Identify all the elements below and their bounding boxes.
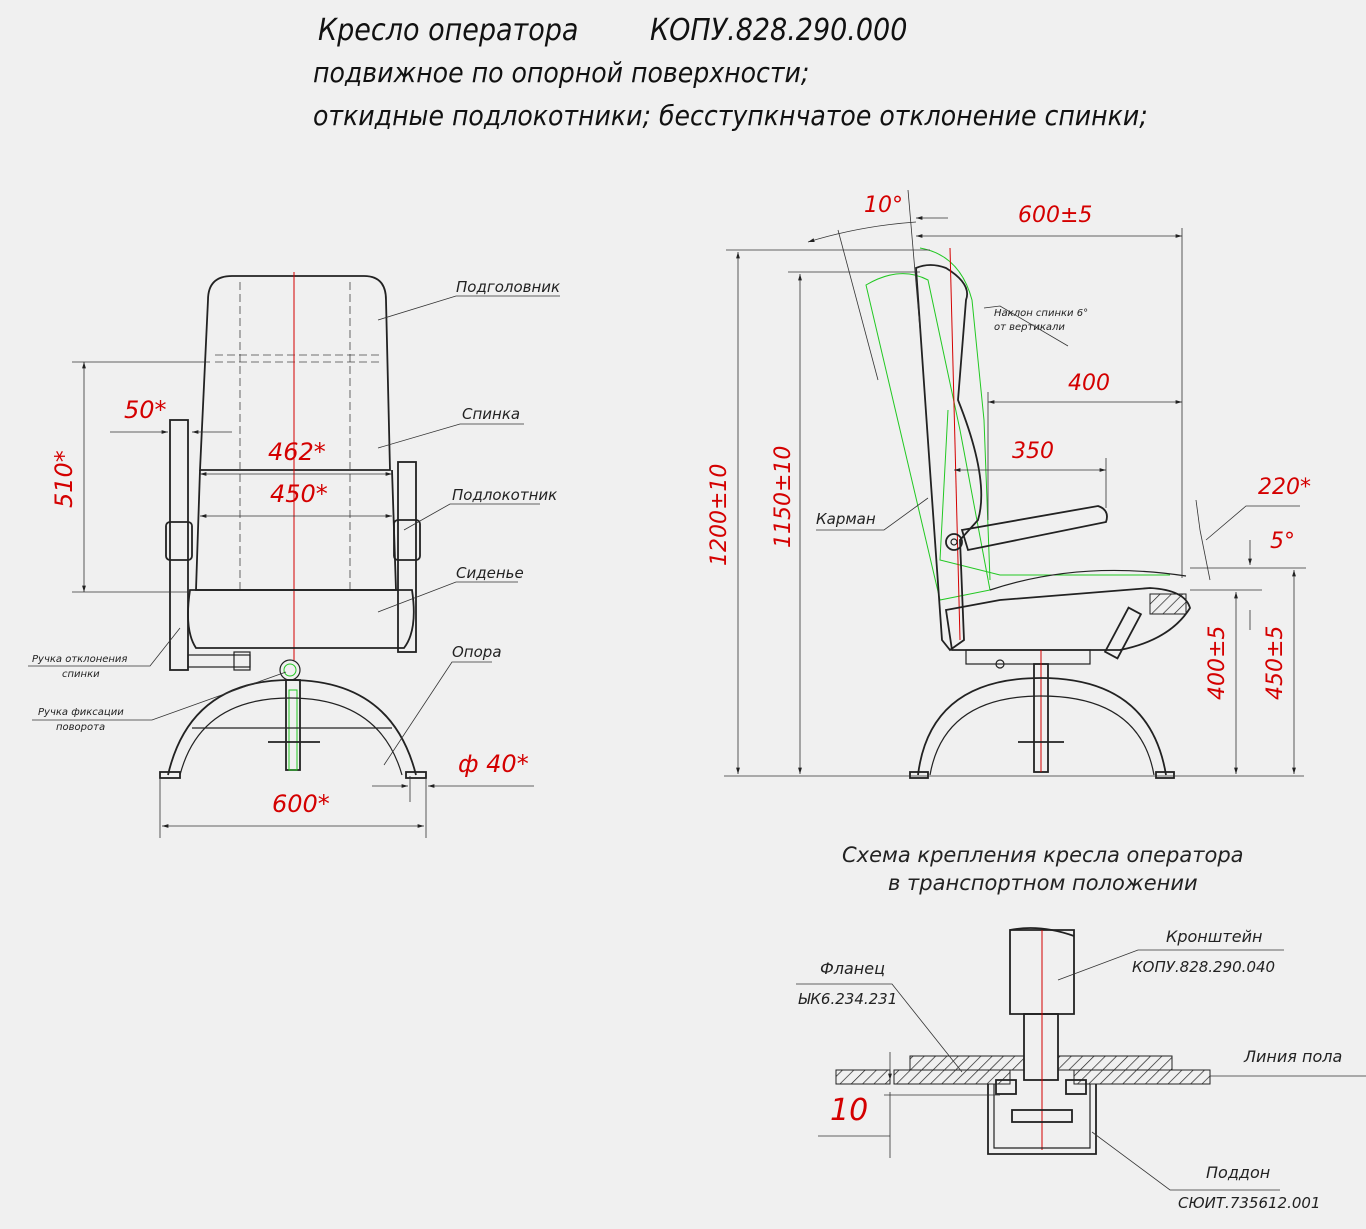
base-arc-side — [917, 677, 1167, 776]
dim-400v: 400±5 — [1205, 626, 1230, 700]
label-support: Опора — [452, 643, 502, 661]
label-flange: Фланец — [820, 959, 885, 978]
front-labels: Подголовник Спинка Подлокотник Сиденье О… — [32, 278, 560, 733]
tray — [987, 1084, 1097, 1155]
dim-350: 350 — [1012, 439, 1054, 464]
label-tray-code: СЮИТ.735612.001 — [1178, 1194, 1320, 1212]
title-line3: откидные подлокотники; бесступкнчатое от… — [313, 99, 1148, 132]
label-seat: Сиденье — [456, 564, 524, 582]
headrest-outline — [199, 275, 391, 471]
mount-title-2: в транспортном положении — [888, 871, 1198, 895]
front-view — [28, 272, 560, 838]
front-dimensions: 510* 50* 462* 450* 600* ф 40* — [50, 396, 529, 818]
dim-450v: 450±5 — [1263, 626, 1288, 700]
side-labels: Карман Наклон спинки 6° от вертикали — [816, 308, 1088, 528]
title-name: Кресло оператора — [318, 13, 578, 48]
label-swivel-lock-2: поворота — [56, 722, 105, 733]
title-block: Кресло оператора КОПУ.828.290.000 подвиж… — [313, 13, 1148, 132]
label-tray: Поддон — [1206, 1163, 1270, 1182]
title-line2: подвижное по опорной поверхности; — [313, 56, 809, 89]
mount-scheme: Схема крепления кресла оператора в транс… — [796, 843, 1366, 1191]
dim-5deg: 5° — [1270, 529, 1295, 554]
support-column — [285, 679, 301, 771]
label-tilt-handle-2: спинки — [62, 669, 100, 680]
side-view — [724, 189, 1306, 779]
dim-10-mount: 10 — [830, 1093, 868, 1128]
base-arc — [167, 679, 417, 776]
label-headrest: Подголовник — [456, 278, 560, 296]
side-dimensions: 10° 600±5 400 350 220* 5° 1200±10 1150±1… — [707, 193, 1311, 700]
flange — [909, 1055, 1025, 1071]
dim-d40: ф 40* — [458, 750, 529, 778]
label-bracket: Кронштейн — [1166, 927, 1262, 946]
seat-outline — [187, 589, 415, 649]
mount-title-1: Схема крепления кресла оператора — [842, 843, 1244, 867]
dim-1200: 1200±10 — [707, 464, 732, 566]
swivel-lock-handle — [279, 659, 301, 681]
armrest-side — [960, 505, 1108, 552]
backrest-side — [915, 264, 983, 652]
label-tilt-note: Наклон спинки 6° — [994, 308, 1088, 319]
dim-400: 400 — [1068, 371, 1110, 396]
title-code: КОПУ.828.290.000 — [650, 13, 907, 48]
label-backrest: Спинка — [462, 405, 520, 423]
backrest-tilted — [865, 273, 991, 601]
label-flange-code: ЫК6.234.231 — [798, 990, 897, 1008]
label-swivel-lock: Ручка фиксации — [38, 707, 124, 718]
mount-labels: Кронштейн КОПУ.828.290.040 Фланец ЫК6.23… — [798, 927, 1342, 1212]
label-armrest: Подлокотник — [452, 486, 557, 504]
armrest-left — [169, 419, 189, 671]
label-floor-line: Линия пола — [1243, 1047, 1342, 1066]
armrest-right — [393, 519, 421, 561]
dim-600-side: 600±5 — [1018, 203, 1092, 228]
dim-1150: 1150±10 — [771, 446, 796, 548]
dim-510: 510* — [50, 450, 78, 508]
label-pocket: Карман — [816, 510, 876, 528]
dim-220: 220* — [1258, 475, 1311, 500]
dim-50: 50* — [124, 396, 167, 424]
seat-side — [944, 587, 1191, 651]
dim-600: 600* — [272, 790, 330, 818]
label-bracket-code: КОПУ.828.290.040 — [1132, 958, 1275, 976]
dim-10deg: 10° — [864, 193, 903, 218]
dim-462: 462* — [268, 438, 326, 466]
dim-450: 450* — [270, 480, 328, 508]
label-tilt-handle: Ручка отклонения — [32, 654, 127, 665]
label-tilt-note-2: от вертикали — [994, 322, 1065, 333]
